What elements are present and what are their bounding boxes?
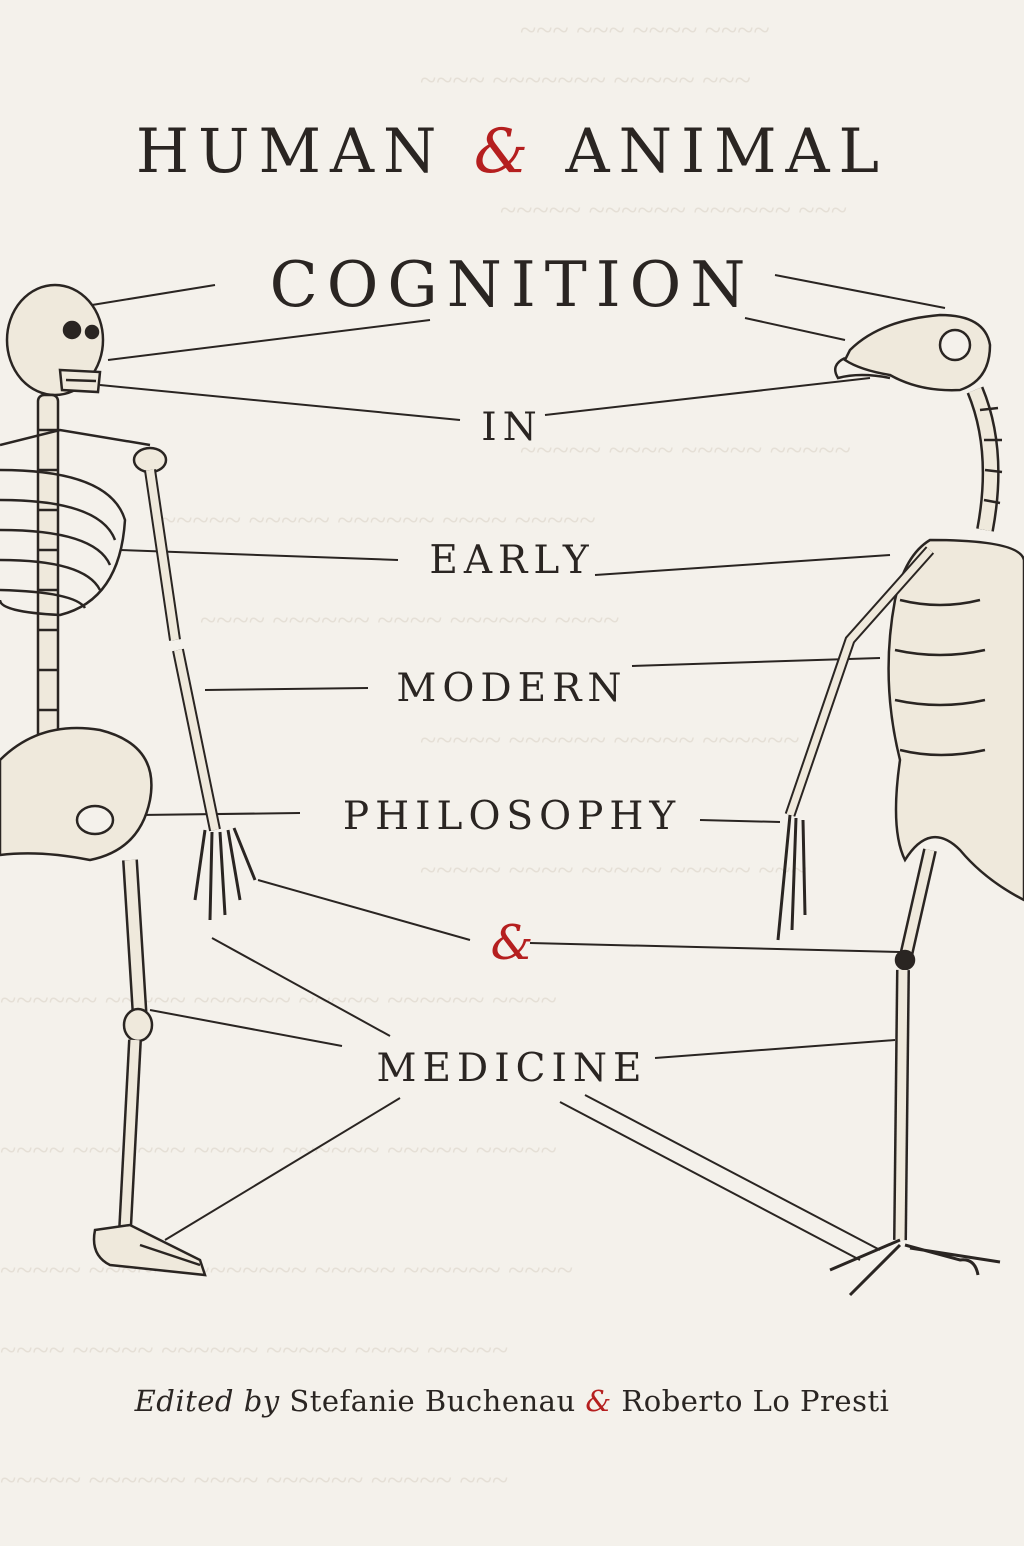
editors-ampersand: & (585, 1384, 612, 1418)
title-word-human: HUMAN (135, 116, 446, 187)
connector-lines (91, 274, 946, 1261)
editors-line: Edited by Stefanie Buchenau & Roberto Lo… (0, 1384, 1024, 1418)
subtitle-modern: MODERN (396, 666, 628, 711)
bird-skeleton-icon (776, 313, 1024, 1297)
editor-name-1: Stefanie Buchenau (289, 1384, 576, 1418)
subtitle-early: EARLY (429, 538, 595, 583)
title-ampersand: & (473, 116, 538, 187)
subtitle-medicine: MEDICINE (376, 1046, 648, 1091)
editors-prefix: Edited by (134, 1384, 280, 1418)
title-line-2: COGNITION (269, 248, 755, 321)
subtitle-ampersand: & (490, 915, 534, 971)
subtitle-philosophy: PHILOSOPHY (342, 794, 682, 839)
title-word-animal: ANIMAL (565, 116, 889, 187)
title-line-1: HUMAN & ANIMAL (0, 116, 1024, 187)
human-skeleton-icon (0, 283, 257, 1277)
editor-name-2: Roberto Lo Presti (621, 1384, 890, 1418)
subtitle-in: IN (481, 405, 543, 450)
